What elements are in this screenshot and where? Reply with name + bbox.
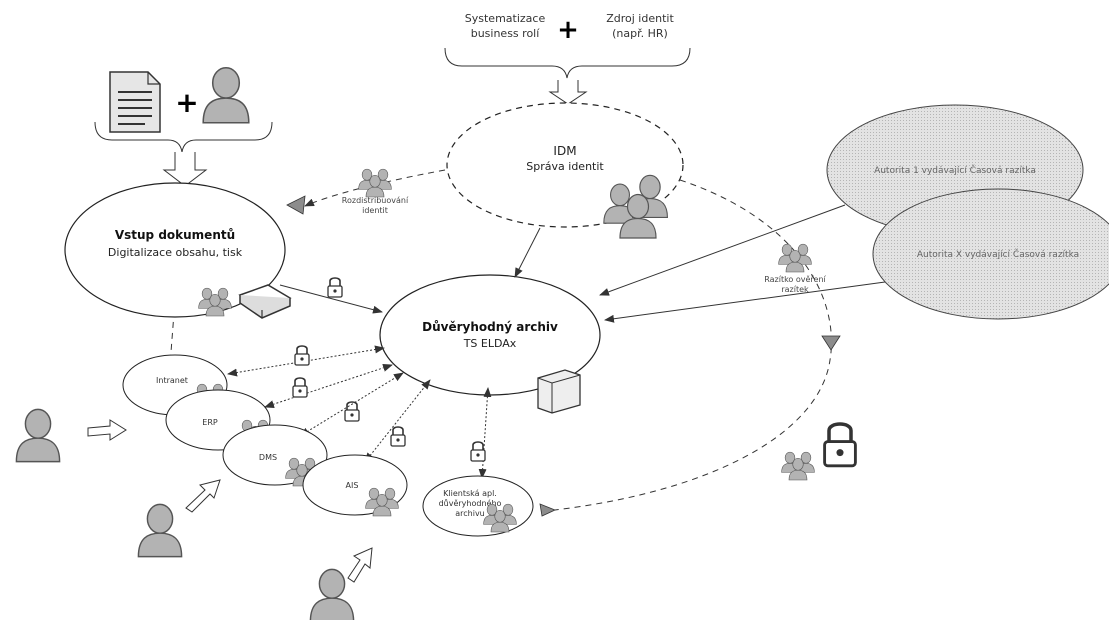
archive-box-icon — [537, 369, 581, 414]
bottom-triangle — [539, 503, 557, 517]
lock-icon — [390, 426, 406, 447]
idm-title: IDM — [553, 144, 576, 158]
archive-title: Důvěryhodný archiv — [422, 320, 558, 334]
timestamp-label-2: razítek — [781, 285, 809, 294]
client-app-node: Klientská apl. důvěryhodného archivu — [422, 475, 534, 537]
orbit-right — [554, 179, 832, 511]
lock-icon — [344, 401, 360, 422]
authority-x-label: Autorita X vydávající Časová razítka — [917, 248, 1079, 260]
system-intranet-label: Intranet — [156, 376, 188, 385]
intake-node: Vstup dokumentů Digitalizace obsahu, tis… — [64, 182, 292, 319]
erp-archive-arrow — [264, 364, 393, 408]
system-ais-label: AIS — [346, 481, 359, 490]
client-app-label-2: důvěryhodného — [439, 498, 502, 508]
timestamp-label: Razítko ověření — [764, 275, 826, 284]
top-down-arrow — [548, 80, 588, 105]
system-dms-label: DMS — [259, 453, 277, 462]
big-lock-icon — [822, 422, 858, 468]
authorityX-to-archive-arrow — [604, 281, 886, 323]
lock-icon — [294, 345, 310, 366]
user-arrow — [347, 547, 373, 583]
lock-users-icon — [782, 452, 815, 480]
doc-plus: + — [175, 86, 198, 119]
business-roles-label: Systematizace — [465, 12, 546, 25]
archive-subtitle: TS ELDAx — [463, 337, 517, 350]
intake-subtitle: Digitalizace obsahu, tisk — [108, 246, 243, 259]
system-ais: AIS — [302, 454, 408, 516]
user-arrow — [87, 419, 127, 441]
idm-node: IDM Správa identit — [446, 102, 684, 239]
ais-archive-arrow — [364, 379, 431, 463]
user-icon — [137, 503, 183, 558]
identity-source-label: Zdroj identit — [606, 12, 674, 25]
business-roles-label-2: business rolí — [471, 27, 541, 40]
right-triangle — [821, 335, 841, 351]
authority-x: Autorita X vydávající Časová razítka — [872, 188, 1109, 320]
client-archive-arrow — [478, 387, 492, 479]
user-arrow — [185, 479, 221, 513]
orbit-top-left — [304, 169, 446, 207]
lock-icon — [292, 377, 308, 398]
document-icon — [109, 71, 161, 133]
client-app-label: Klientská apl. — [443, 489, 497, 498]
top-inputs: Systematizace business rolí + Zdroj iden… — [444, 12, 691, 105]
distribution-users-icon — [359, 169, 392, 197]
doc-down-arrow — [162, 152, 208, 187]
dms-archive-arrow — [299, 372, 404, 437]
intake-title: Vstup dokumentů — [115, 228, 235, 242]
top-plus: + — [557, 15, 579, 45]
distribution-label: Rozdistribuování — [342, 196, 409, 205]
lock-icon — [327, 277, 343, 298]
client-app-label-3: archivu — [455, 509, 485, 518]
user-icon — [202, 66, 250, 124]
archive-node: Důvěryhodný archiv TS ELDAx — [379, 274, 601, 414]
system-erp-label: ERP — [202, 418, 218, 427]
lock-icon — [470, 441, 486, 462]
intake-to-archive-arrow — [279, 284, 383, 314]
top-brace — [444, 47, 691, 79]
scanner-icon — [238, 284, 292, 319]
identity-source-label-2: (např. HR) — [612, 27, 668, 40]
user-icon — [309, 568, 355, 620]
user-icon — [15, 408, 61, 463]
idm-to-archive-arrow — [514, 227, 541, 278]
distribution-label-2: identit — [362, 206, 388, 215]
document-inputs: + — [94, 66, 273, 187]
authority1-to-archive-arrow — [599, 204, 846, 296]
distribution-triangle — [286, 195, 306, 215]
system-dms: DMS — [222, 424, 328, 486]
idm-subtitle: Správa identit — [526, 160, 604, 173]
authority-1-label: Autorita 1 vydávající Časová razítka — [874, 164, 1036, 176]
timestamp-users-icon — [779, 244, 812, 272]
